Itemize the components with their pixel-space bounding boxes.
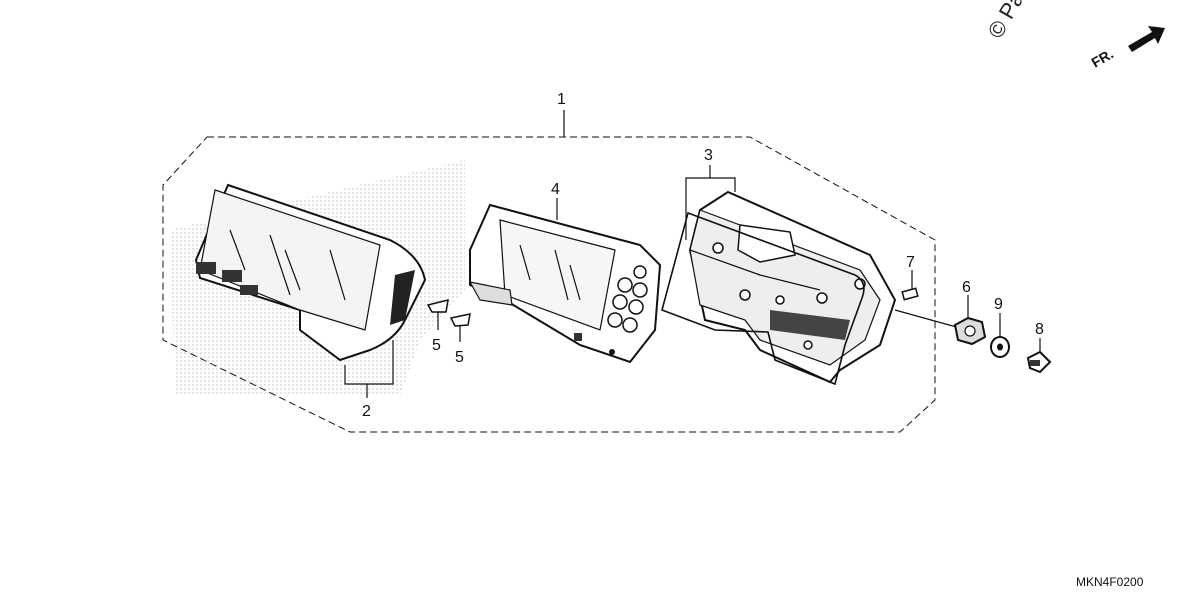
assembly-boundary [162,136,936,433]
screw-7 [901,270,919,301]
meter-case [688,190,897,384]
callout-2: 2 [362,403,371,420]
copyright-mark: © Pa [983,0,1030,42]
front-direction-arrow: FR. [1089,26,1165,71]
callout-3: 3 [704,147,713,164]
meter-cover [194,183,427,362]
leader-6-connect [894,309,961,329]
screw-5a [426,298,449,330]
callout-5b: 5 [455,349,464,366]
callout-7: 7 [906,254,915,271]
case-gasket [661,211,865,386]
screw-5b [449,313,471,342]
callout-8: 8 [1035,321,1044,338]
callout-5a: 5 [432,337,441,354]
figure-code: MKN4F0200 [1076,575,1144,589]
callout-1: 1 [557,91,566,108]
callout-9: 9 [994,296,1003,313]
washer-9 [990,313,1010,358]
display-unit [468,203,662,364]
callout-4: 4 [551,181,560,198]
grommet-6 [953,295,987,346]
leader-2-bracket [344,340,394,385]
bolt-8 [1026,338,1052,374]
callout-6: 6 [962,279,971,296]
arrow-icon [1128,26,1165,52]
direction-label: FR. [1089,45,1117,70]
